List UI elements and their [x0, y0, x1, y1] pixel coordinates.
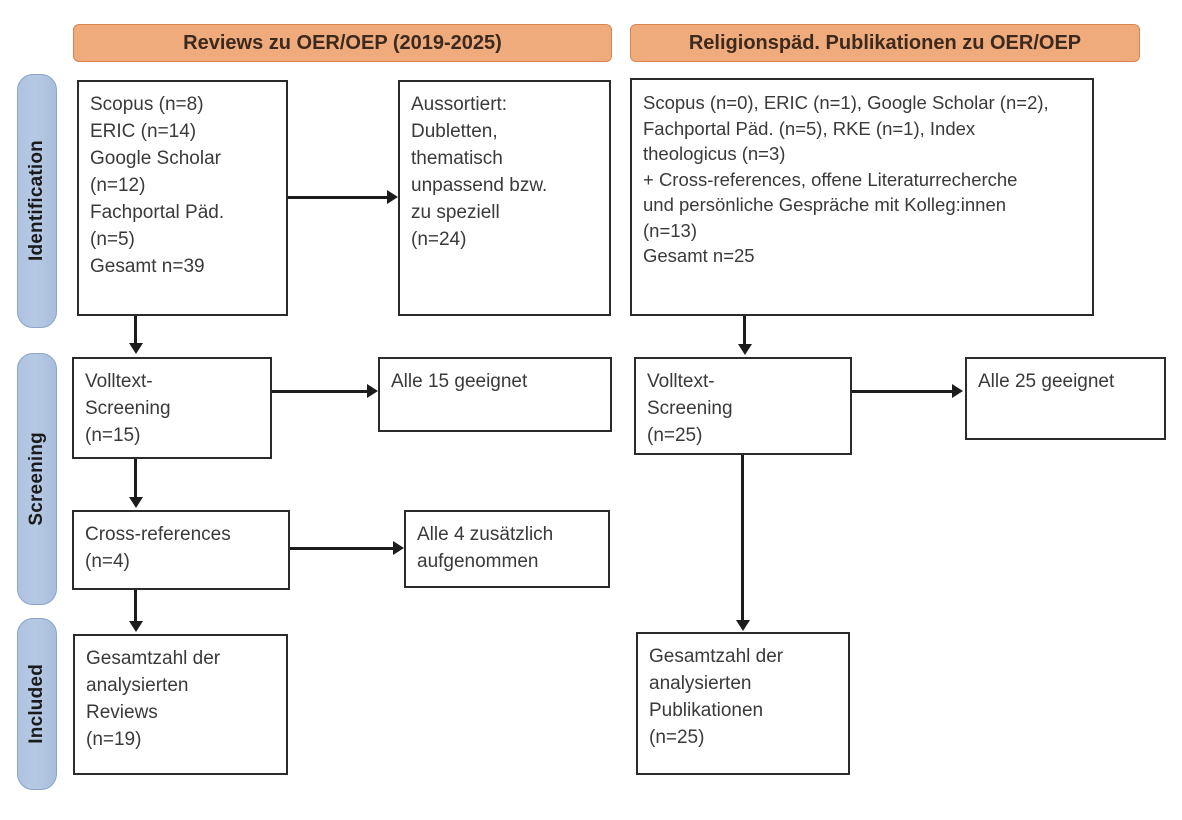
stage-label-included: Included — [26, 664, 47, 744]
stage-capsule-identification: Identification — [17, 74, 57, 328]
stage-capsule-included: Included — [17, 618, 57, 790]
column-header-religionspaed-label: Religionspäd. Publikationen zu OER/OEP — [688, 31, 1082, 54]
box-reviews-sources-text: Scopus (n=8) ERIC (n=14) Google Scholar … — [90, 94, 225, 277]
box-reviews-included-text: Gesamtzahl der analysierten Reviews (n=1… — [86, 648, 221, 750]
connector-reviews-sources-to-excluded — [288, 196, 388, 199]
box-reviews-sources: Scopus (n=8) ERIC (n=14) Google Scholar … — [77, 80, 288, 316]
arrowhead-religionspaed-fulltext-to-included — [736, 620, 750, 631]
arrowhead-reviews-crossrefs-to-included — [129, 621, 143, 632]
arrowhead-religionspaed-sources-to-fulltext — [738, 344, 752, 355]
box-reviews-excluded-text: Aussortiert: Dubletten, thematisch unpas… — [411, 94, 548, 250]
box-reviews-fulltext-screening: Volltext- Screening (n=15) — [72, 357, 272, 459]
box-reviews-excluded: Aussortiert: Dubletten, thematisch unpas… — [398, 80, 611, 316]
box-religionspaed-fulltext-result: Alle 25 geeignet — [965, 357, 1166, 440]
arrowhead-reviews-sources-to-fulltext — [129, 343, 143, 354]
box-religionspaed-included-text: Gesamtzahl der analysierten Publikatione… — [649, 646, 784, 748]
box-reviews-fulltext-screening-text: Volltext- Screening (n=15) — [85, 371, 171, 446]
arrowhead-reviews-crossrefs-to-result — [393, 541, 404, 555]
column-header-religionspaed: Religionspäd. Publikationen zu OER/OEP — [630, 24, 1140, 62]
column-header-reviews-label: Reviews zu OER/OEP (2019-2025) — [183, 31, 502, 54]
stage-capsule-screening: Screening — [17, 353, 57, 605]
box-religionspaed-sources-text: Scopus (n=0), ERIC (n=1), Google Scholar… — [643, 92, 1049, 267]
box-religionspaed-fulltext-screening: Volltext- Screening (n=25) — [634, 357, 852, 455]
stage-label-screening: Screening — [26, 432, 47, 526]
stage-label-identification: Identification — [26, 140, 47, 262]
arrowhead-reviews-fulltext-to-result — [367, 384, 378, 398]
box-religionspaed-sources: Scopus (n=0), ERIC (n=1), Google Scholar… — [630, 78, 1094, 316]
box-reviews-crossrefs-result-text: Alle 4 zusätzlich aufgenommen — [417, 524, 554, 572]
box-reviews-fulltext-result-text: Alle 15 geeignet — [391, 371, 528, 392]
connector-reviews-fulltext-to-result — [272, 390, 368, 393]
connector-reviews-fulltext-to-crossrefs — [134, 459, 137, 499]
arrowhead-religionspaed-fulltext-to-result — [952, 384, 963, 398]
connector-religionspaed-fulltext-to-result — [852, 390, 953, 393]
box-religionspaed-fulltext-screening-text: Volltext- Screening (n=25) — [647, 371, 733, 446]
box-religionspaed-included: Gesamtzahl der analysierten Publikatione… — [636, 632, 850, 775]
connector-reviews-crossrefs-to-included — [134, 590, 137, 623]
box-reviews-crossrefs: Cross-references (n=4) — [72, 510, 290, 590]
column-header-reviews: Reviews zu OER/OEP (2019-2025) — [73, 24, 612, 62]
arrowhead-reviews-fulltext-to-crossrefs — [129, 497, 143, 508]
connector-religionspaed-fulltext-to-included — [741, 455, 744, 622]
box-reviews-fulltext-result: Alle 15 geeignet — [378, 357, 612, 432]
box-reviews-crossrefs-text: Cross-references (n=4) — [85, 524, 231, 572]
connector-reviews-sources-to-fulltext — [134, 316, 137, 345]
connector-religionspaed-sources-to-fulltext — [743, 316, 746, 346]
connector-reviews-crossrefs-to-result — [290, 547, 394, 550]
arrowhead-reviews-sources-to-excluded — [387, 190, 398, 204]
box-reviews-included: Gesamtzahl der analysierten Reviews (n=1… — [73, 634, 288, 775]
box-religionspaed-fulltext-result-text: Alle 25 geeignet — [978, 371, 1115, 392]
box-reviews-crossrefs-result: Alle 4 zusätzlich aufgenommen — [404, 510, 610, 588]
